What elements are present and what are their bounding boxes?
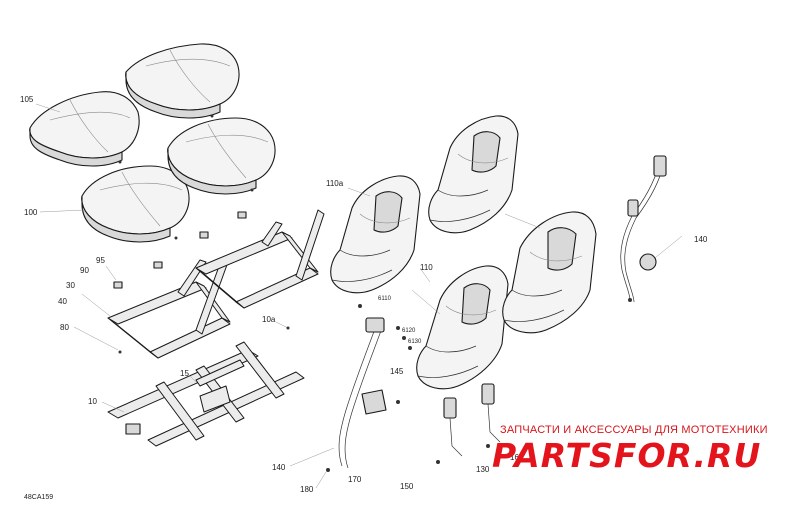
seat-belt-buckles-130[interactable] — [443, 383, 501, 457]
callout-160: 160 — [510, 453, 524, 462]
bucket-seat-110a-rear-left[interactable] — [330, 175, 421, 294]
callout-10: 10 — [88, 397, 97, 406]
seat-belt-140-left[interactable] — [338, 304, 387, 469]
callout-145: 145 — [390, 367, 404, 376]
callout-10a: 10a — [262, 315, 276, 324]
callout-6110: 6110 — [378, 296, 392, 302]
hardware-fasteners — [118, 326, 490, 472]
leader-lines — [35, 103, 683, 489]
callout-80: 80 — [60, 323, 69, 332]
callout-130: 130 — [476, 465, 490, 474]
diagram-code: 48CA159 — [24, 494, 54, 501]
callout-150: 150 — [400, 482, 414, 491]
watermark-logo: PARTSFOR.RU — [492, 436, 762, 475]
callout-40: 40 — [58, 297, 67, 306]
bucket-seat-110-front-left[interactable] — [416, 265, 509, 390]
bucket-seat-rear-right[interactable] — [428, 115, 519, 234]
callout-6130: 6130 — [408, 339, 422, 345]
callout-15: 15 — [180, 369, 189, 378]
callout-110a: 110a — [326, 179, 344, 188]
seat-cushion-rear-right[interactable] — [125, 43, 240, 119]
callout-110: 110 — [420, 263, 433, 272]
seat-cushion-100-front-left[interactable] — [81, 165, 190, 243]
callout-140-left: 140 — [272, 463, 286, 472]
callout-30: 30 — [66, 281, 75, 290]
callout-100: 100 — [24, 208, 38, 217]
callout-170: 170 — [348, 475, 362, 484]
bucket-seat-front-right[interactable] — [502, 211, 597, 334]
seat-belt-140-right[interactable] — [620, 155, 667, 303]
callout-6120: 6120 — [402, 328, 416, 334]
callout-180: 180 — [300, 485, 314, 494]
callout-140-right: 140 — [694, 235, 708, 244]
seat-cushion-105-rear-left[interactable] — [29, 91, 140, 167]
watermark-tagline: ЗАПЧАСТИ И АКСЕССУАРЫ ДЛЯ МОТОТЕХНИКИ — [500, 424, 768, 436]
seat-cushion-front-right[interactable] — [167, 117, 276, 195]
callout-90: 90 — [80, 266, 89, 275]
seat-frame-40-left[interactable] — [107, 257, 231, 359]
cushion-fasteners — [113, 114, 254, 289]
seat-frame-right[interactable] — [195, 209, 325, 309]
callout-labels: 105 100 95 90 30 40 80 10a 15 10 110a 11… — [20, 95, 708, 494]
callout-105: 105 — [20, 95, 34, 104]
lower-seat-frame-10[interactable] — [107, 341, 305, 447]
callout-95: 95 — [96, 256, 105, 265]
